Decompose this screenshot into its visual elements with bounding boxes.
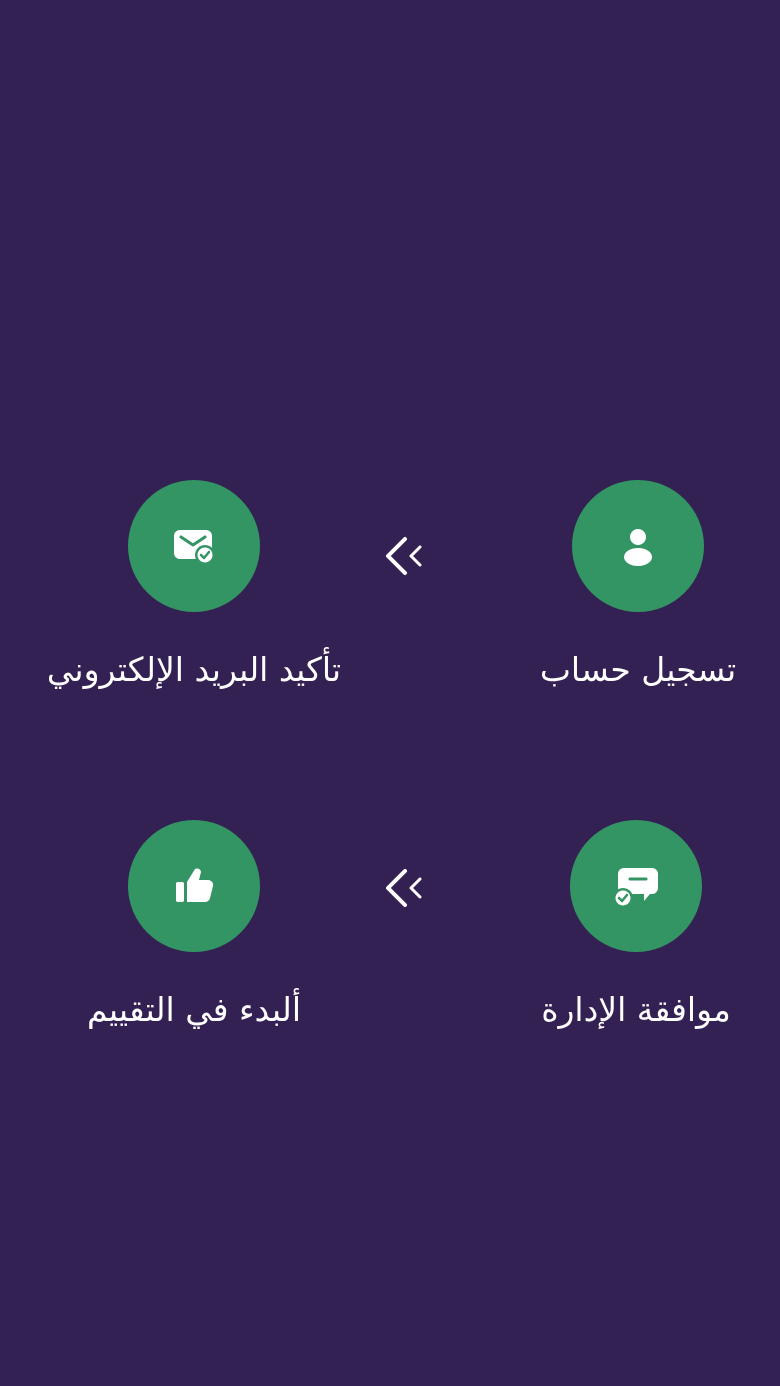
step-start-evaluation: ألبدء في التقييم <box>14 820 374 1030</box>
step-register-account: تسجيل حساب <box>458 480 780 690</box>
step-circle <box>570 820 702 952</box>
double-chevron-left-icon <box>378 531 428 581</box>
mail-check-icon <box>170 522 218 570</box>
step-label: موافقة الإدارة <box>541 990 731 1029</box>
message-check-icon <box>612 862 660 910</box>
thumbs-up-icon <box>170 862 218 910</box>
step-circle <box>128 820 260 952</box>
step-admin-approval: موافقة الإدارة <box>456 820 780 1030</box>
step-circle <box>128 480 260 612</box>
user-icon <box>614 522 662 570</box>
step-label: تأكيد البريد الإلكتروني <box>46 650 342 689</box>
step-label: ألبدء في التقييم <box>86 990 302 1029</box>
step-confirm-email: تأكيد البريد الإلكتروني <box>14 480 374 690</box>
step-label: تسجيل حساب <box>539 650 737 689</box>
double-chevron-left-icon <box>378 863 428 913</box>
step-circle <box>572 480 704 612</box>
